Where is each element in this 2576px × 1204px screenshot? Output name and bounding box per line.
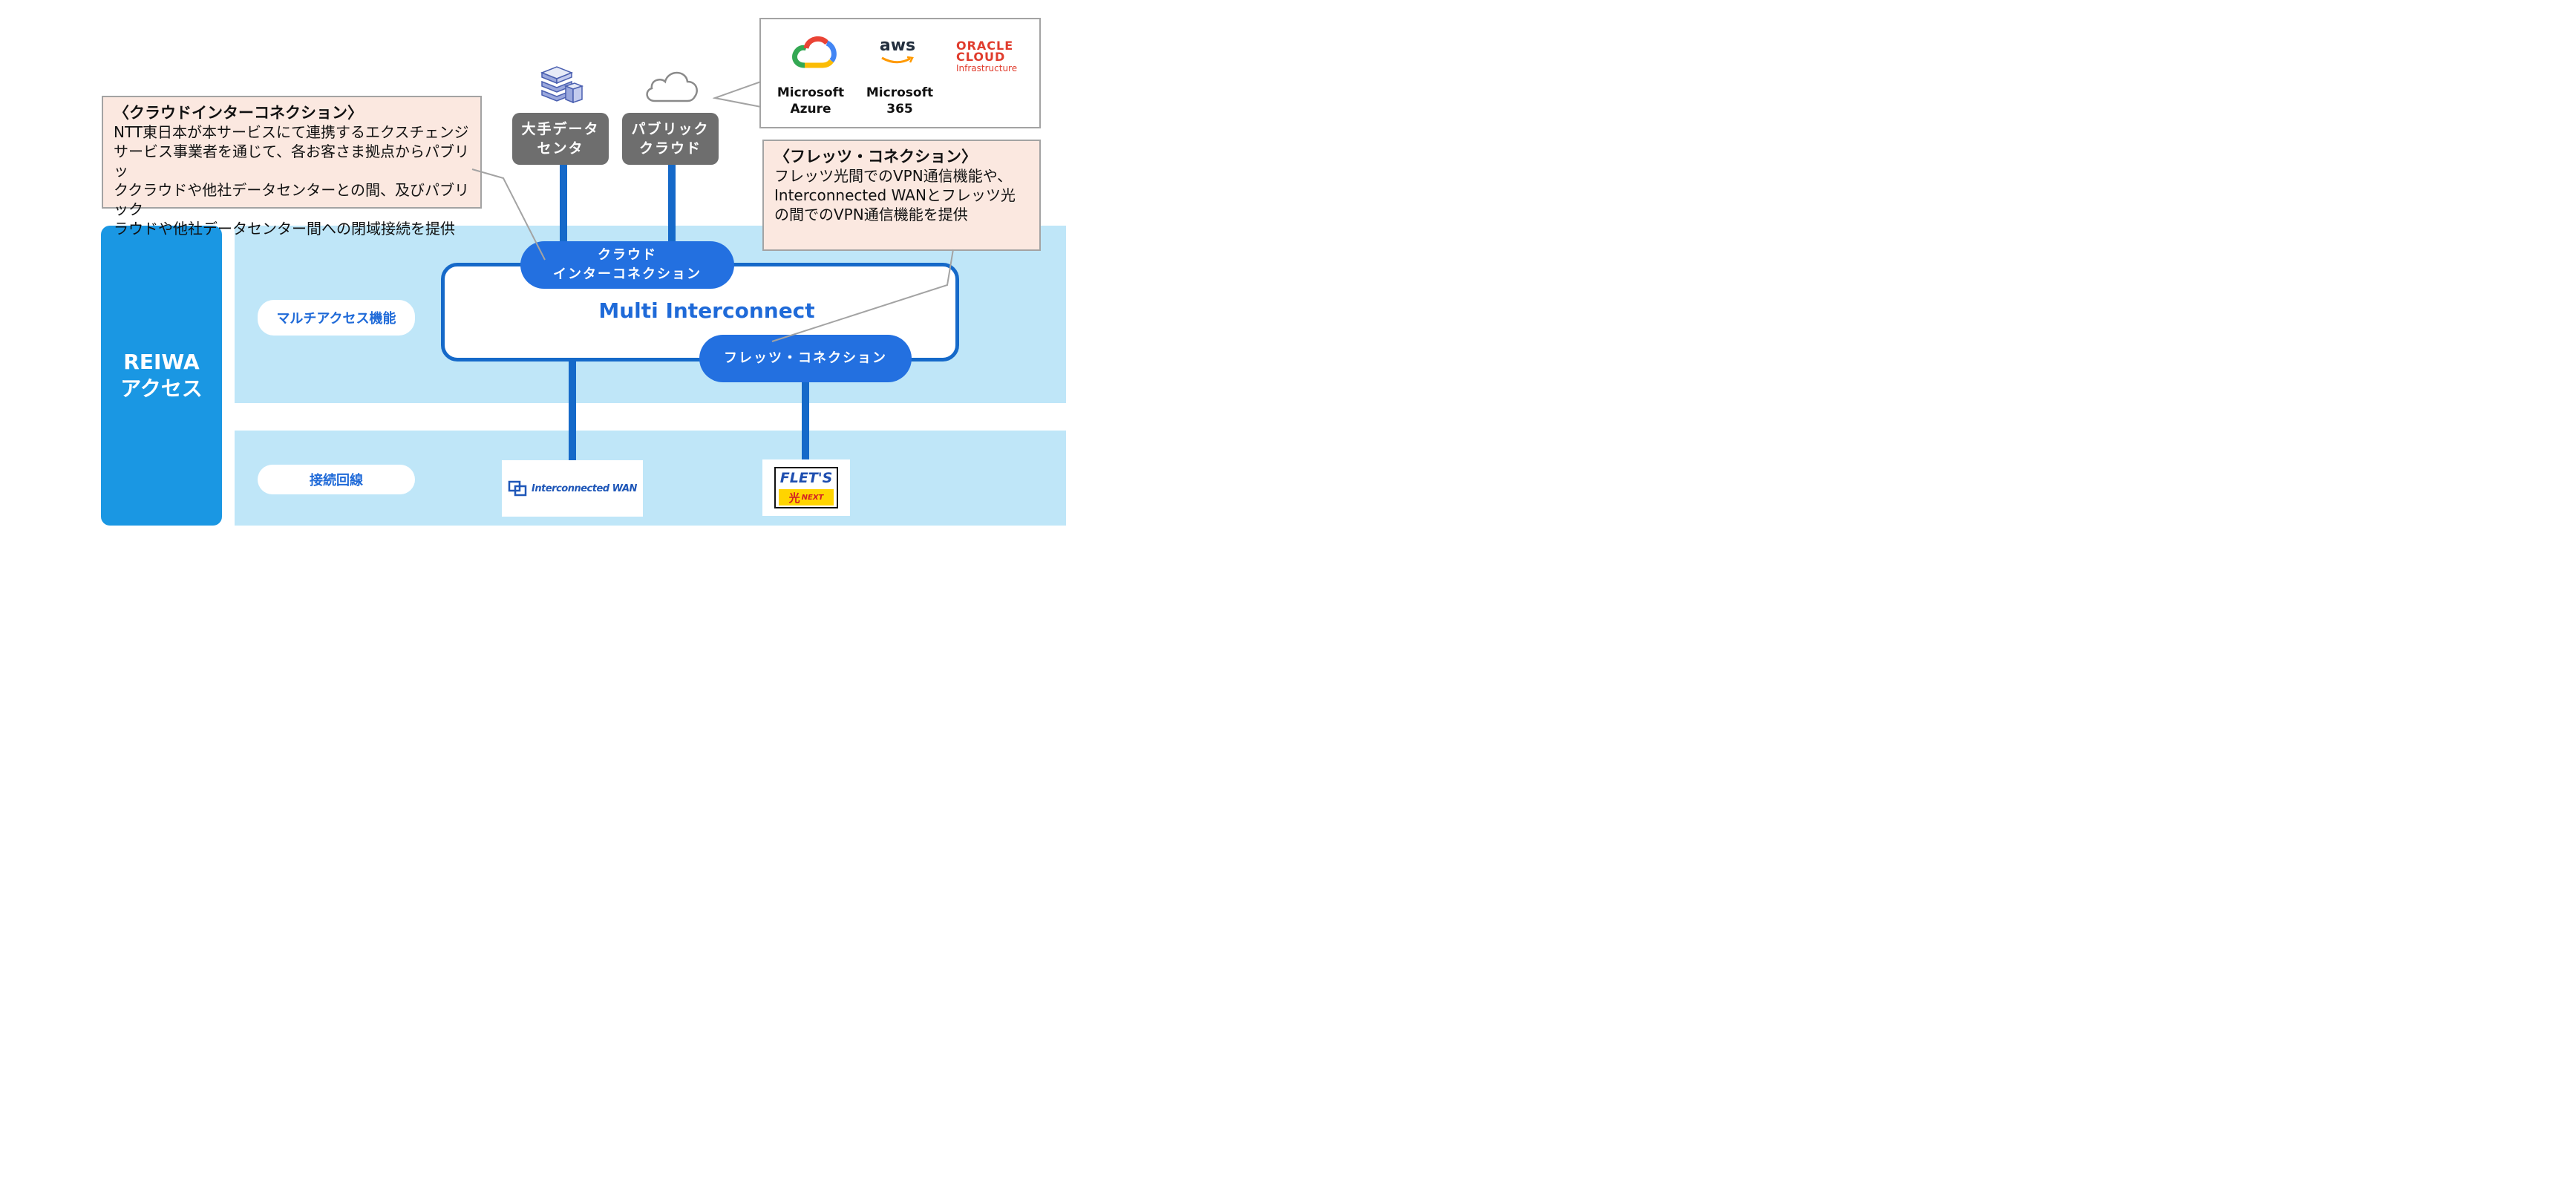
datacenter-line2: センタ	[537, 140, 584, 157]
aws-logo: aws	[879, 37, 916, 67]
flets-connection-pill: フレッツ・コネクション	[699, 335, 912, 382]
multi-access-label: マルチアクセス機能	[258, 300, 415, 336]
flets-next-text: NEXT	[801, 493, 824, 502]
cloud-callout-line: ククラウドや他社データセンターとの間、及びパブリック	[114, 181, 469, 218]
oracle-cloud-logo: ORACLE CLOUD Infrastructure	[956, 40, 1030, 74]
aws-text: aws	[879, 36, 916, 55]
m365-line1: Microsoft	[866, 85, 934, 100]
flets-logo-text: FLET'S	[779, 470, 833, 486]
flets-logo-frame: FLET'S 光 NEXT	[774, 467, 838, 508]
oracle-line3: Infrastructure	[956, 63, 1018, 73]
public-cloud-link-line	[668, 163, 676, 245]
cloud-outline-icon	[646, 71, 698, 102]
cloud-interconnection-line1: クラウド	[598, 247, 657, 263]
cloud-callout-heading: 〈クラウドインターコネクション〉	[114, 104, 363, 122]
datacenter-link-line	[560, 163, 567, 245]
cloud-providers-panel	[759, 18, 1041, 128]
datacenter-line1: 大手データ	[521, 121, 600, 137]
datacenter-box: 大手データ センタ	[512, 113, 609, 165]
cloud-callout-line: サービス事業者を通じて、各お客さま拠点からパブリッ	[114, 143, 469, 180]
aws-smile-icon	[881, 56, 914, 64]
callout-leader-lines	[471, 169, 954, 342]
flets-hikari-text: 光	[788, 491, 800, 505]
flets-callout-line: フレッツ光間でのVPN通信機能や、	[774, 167, 1013, 185]
flets-callout-line: の間でのVPN通信機能を提供	[774, 206, 968, 223]
public-cloud-box: パブリック クラウド	[622, 113, 719, 165]
interconnected-wan-icon	[508, 480, 527, 497]
m365-label: Microsoft 365	[861, 85, 938, 117]
flets-callout-heading: 〈フレッツ・コネクション〉	[774, 148, 977, 166]
interconnected-wan-logo: Interconnected WAN	[502, 460, 643, 517]
public-cloud-line2: クラウド	[638, 140, 702, 157]
server-stack-icon	[540, 66, 583, 104]
flets-connection-callout: 〈フレッツ・コネクション〉 フレッツ光間でのVPN通信機能や、 Intercon…	[762, 140, 1041, 251]
reiwa-access-block: REIWA アクセス	[101, 226, 222, 526]
cloud-interconnection-line2: インターコネクション	[553, 266, 702, 282]
flets-next-bar: 光 NEXT	[779, 489, 834, 506]
oracle-line2: CLOUD	[956, 50, 1006, 64]
azure-line2: Azure	[790, 102, 831, 117]
access-label: アクセス	[120, 376, 203, 401]
interconnected-wan-text: Interconnected WAN	[532, 482, 637, 494]
cloud-callout-line: NTT東日本が本サービスにて連携するエクスチェンジ	[114, 123, 469, 141]
connection-lines-label: 接続回線	[258, 465, 415, 494]
oracle-line1: ORACLE	[956, 39, 1014, 53]
cloud-interconnection-callout: 〈クラウドインターコネクション〉 NTT東日本が本サービスにて連携するエクスチェ…	[102, 96, 482, 238]
cloud-callout-line: ラウドや他社データセンター間への閉域接続を提供	[114, 220, 455, 238]
cloud-interconnection-pill: クラウド インターコネクション	[520, 241, 734, 289]
flets-connection-label: フレッツ・コネクション	[724, 350, 887, 366]
azure-label: Microsoft Azure	[772, 85, 849, 117]
m365-line2: 365	[886, 102, 913, 117]
flets-link-line	[802, 380, 809, 460]
flets-hikari-logo: FLET'S 光 NEXT	[762, 459, 850, 516]
azure-line1: Microsoft	[777, 85, 845, 100]
reiwa-label: REIWA	[123, 350, 200, 374]
flets-callout-line: Interconnected WANとフレッツ光	[774, 186, 1016, 204]
interconnected-wan-link-line	[569, 359, 576, 460]
multi-interconnect-title: Multi Interconnect	[598, 298, 815, 323]
public-cloud-line1: パブリック	[631, 121, 710, 137]
google-cloud-icon	[792, 36, 837, 68]
